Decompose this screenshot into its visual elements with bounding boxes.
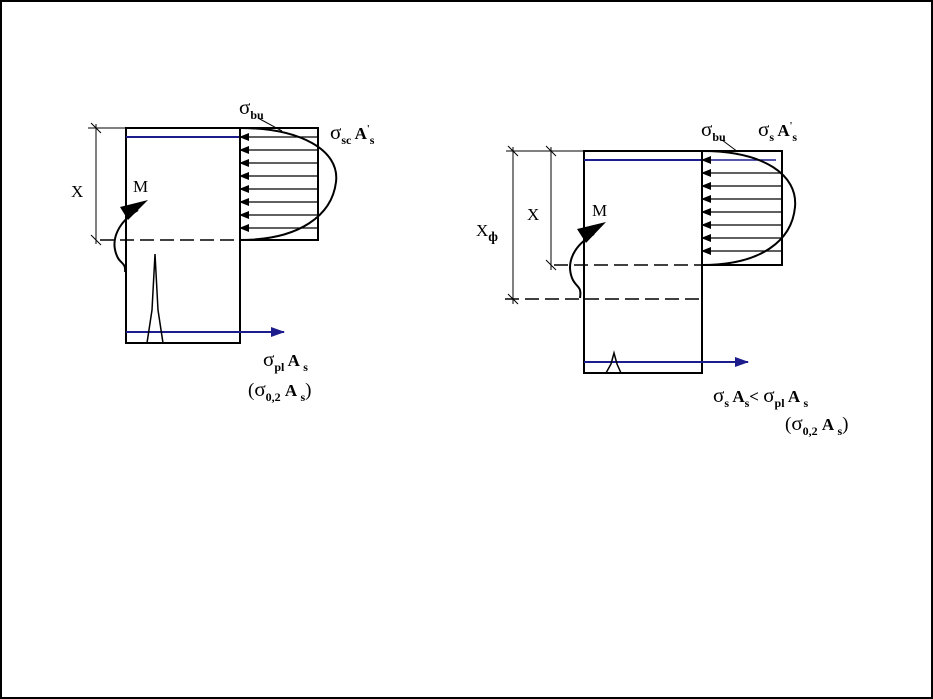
left-x-label: X (71, 182, 84, 201)
left-alt-tension-label: (σ0,2 A s) (248, 377, 312, 404)
right-crack (605, 350, 622, 374)
right-sigma-bu-label: σbu (701, 117, 726, 144)
right-moment-arc (569, 233, 595, 299)
right-tension-label: σs As< σpl A s (713, 383, 809, 410)
left-stress-arrows (239, 133, 318, 232)
left-tension-label: σpl A s (263, 347, 308, 374)
right-x-label: X (527, 205, 540, 224)
left-stress-curve (239, 127, 338, 241)
left-sigma-bu-label: σbu (239, 95, 264, 122)
left-leader (257, 117, 283, 132)
right-xf-label: Xф (476, 221, 498, 245)
left-beam-section (125, 127, 241, 344)
right-moment-label: M (592, 201, 608, 220)
right-alt-tension-label: (σ0,2 A s) (785, 411, 849, 438)
right-moment-arrowhead (577, 222, 606, 243)
right-beam-section (583, 150, 703, 374)
right-compression-label: σs A's (758, 117, 798, 144)
right-xf-dimension (506, 145, 546, 305)
right-stress-arrows (701, 169, 782, 255)
left-moment-label: M (133, 177, 149, 196)
right-stress-curve (701, 150, 797, 266)
left-stress-block (239, 127, 319, 241)
left-x-dimension (88, 122, 126, 246)
left-moment-arrowhead (120, 200, 148, 220)
left-moment-arc (113, 209, 139, 273)
right-x-dimension (545, 145, 584, 271)
left-compression-label: σsc A's (330, 120, 375, 147)
right-diagram (505, 139, 797, 374)
left-diagram (88, 117, 338, 344)
left-crack (146, 253, 164, 344)
right-leader (721, 139, 739, 153)
